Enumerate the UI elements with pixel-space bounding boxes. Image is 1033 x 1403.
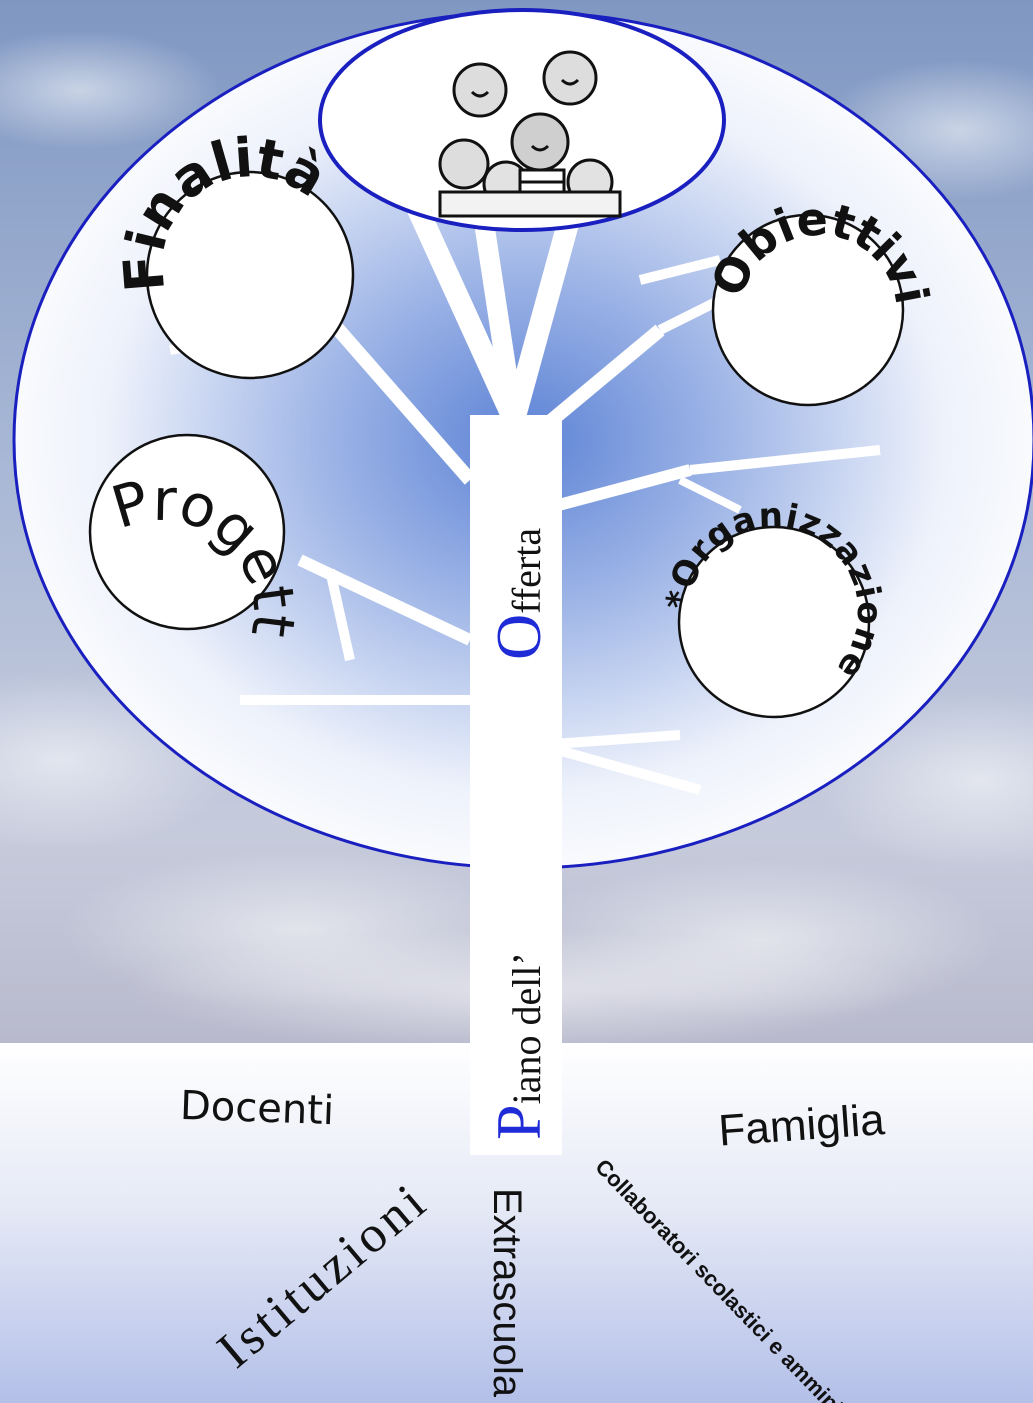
root-extrascuola: Extrascuola [485, 1188, 529, 1398]
offerta-rest: fferta [504, 528, 549, 614]
piano-initial: P [483, 1104, 554, 1140]
offerta-initial: O [483, 614, 554, 660]
root-docenti: Docenti [179, 1083, 335, 1134]
piano-rest: iano dell’ [504, 952, 549, 1104]
